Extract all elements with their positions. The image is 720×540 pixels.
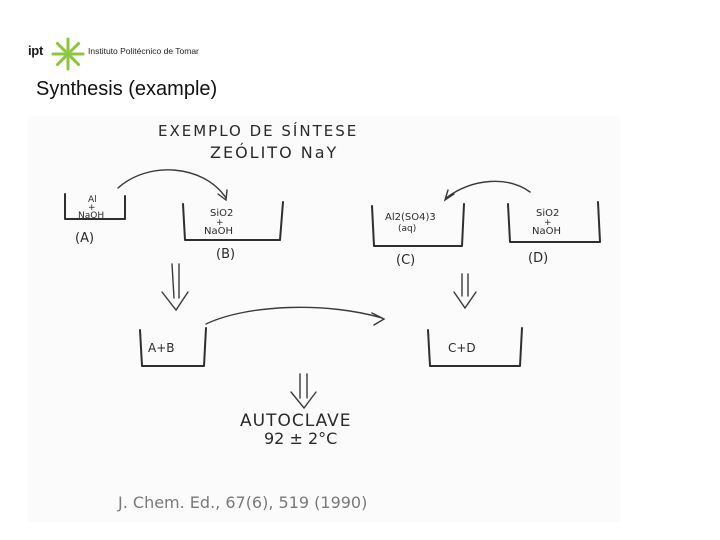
flower-petal [69,55,81,67]
beaker-b-line1: SiO2 [210,208,233,219]
beaker-a-line3: NaOH [78,211,104,221]
flower-icon [51,37,85,71]
down-arrow-a-head [161,291,189,312]
beaker-a-plus: + [88,203,96,213]
arrow-a-to-b [117,169,227,199]
hand-drawn-diagram: EXEMPLO DE SÍNTESE ZEÓLITO NaY Al + NaOH… [28,116,620,522]
slide-title: Synthesis (example) [36,78,218,100]
beaker-b-tag: (B) [216,247,235,262]
beaker-b [182,201,284,241]
arrow-ab-to-cd [205,306,383,325]
flower-petal [55,55,67,67]
down-arrow-autoclave-shaft [299,373,308,399]
diagram-heading: EXEMPLO DE SÍNTESE [158,121,358,140]
beaker-c-line2: (aq) [398,224,416,234]
flower-petal [69,41,81,53]
diagram-canvas: EXEMPLO DE SÍNTESE ZEÓLITO NaY Al + NaOH… [64,121,601,512]
reference-citation: J. Chem. Ed., 67(6), 519 (1990) [117,493,367,512]
down-arrow-c-head [453,291,477,310]
down-arrow-autoclave-head [290,391,317,410]
beaker-a-line1: Al [88,195,97,205]
beaker-d [507,201,601,243]
beaker-a [64,193,126,220]
logo-institution-name: Instituto Politécnico de Tomar [88,46,199,56]
beaker-d-plus: + [544,218,552,228]
flower-petal [55,41,67,53]
arrowhead-a-to-b [217,189,228,202]
logo-abbreviation: ipt [28,43,43,58]
beaker-d-line1: SiO2 [536,208,559,219]
beaker-a-tag: (A) [75,231,94,246]
beaker-d-tag: (D) [528,251,548,266]
autoclave-temperature: 92 ± 2°C [264,429,337,448]
flower-center [65,51,71,57]
beaker-d-line3: NaOH [532,226,561,237]
beaker-a-plus-b [139,327,207,367]
diagram-subheading: ZEÓLITO NaY [210,143,338,162]
beaker-c-line1: Al2(SO4)3 [385,212,436,223]
beaker-b-plus: + [216,218,224,228]
arrowhead-d-to-c [443,189,455,202]
ipt-logo: ipt Instituto Politécnico de Tomar [28,34,248,74]
slide-header: ipt Instituto Politécnico de Tomar Synth… [0,0,720,115]
mixture-cd-label: C+D [448,341,476,355]
arrow-d-to-c [445,180,531,199]
arrowhead-ab-to-cd [371,312,386,326]
autoclave-label: AUTOCLAVE [240,411,351,431]
beaker-c-tag: (C) [396,253,415,268]
mixture-ab-label: A+B [148,341,175,355]
down-arrow-c-shaft [461,273,469,297]
beaker-c-plus-d [427,327,523,367]
beaker-c [371,203,465,247]
beaker-b-line3: NaOH [204,226,233,237]
down-arrow-a-shaft [171,263,180,299]
